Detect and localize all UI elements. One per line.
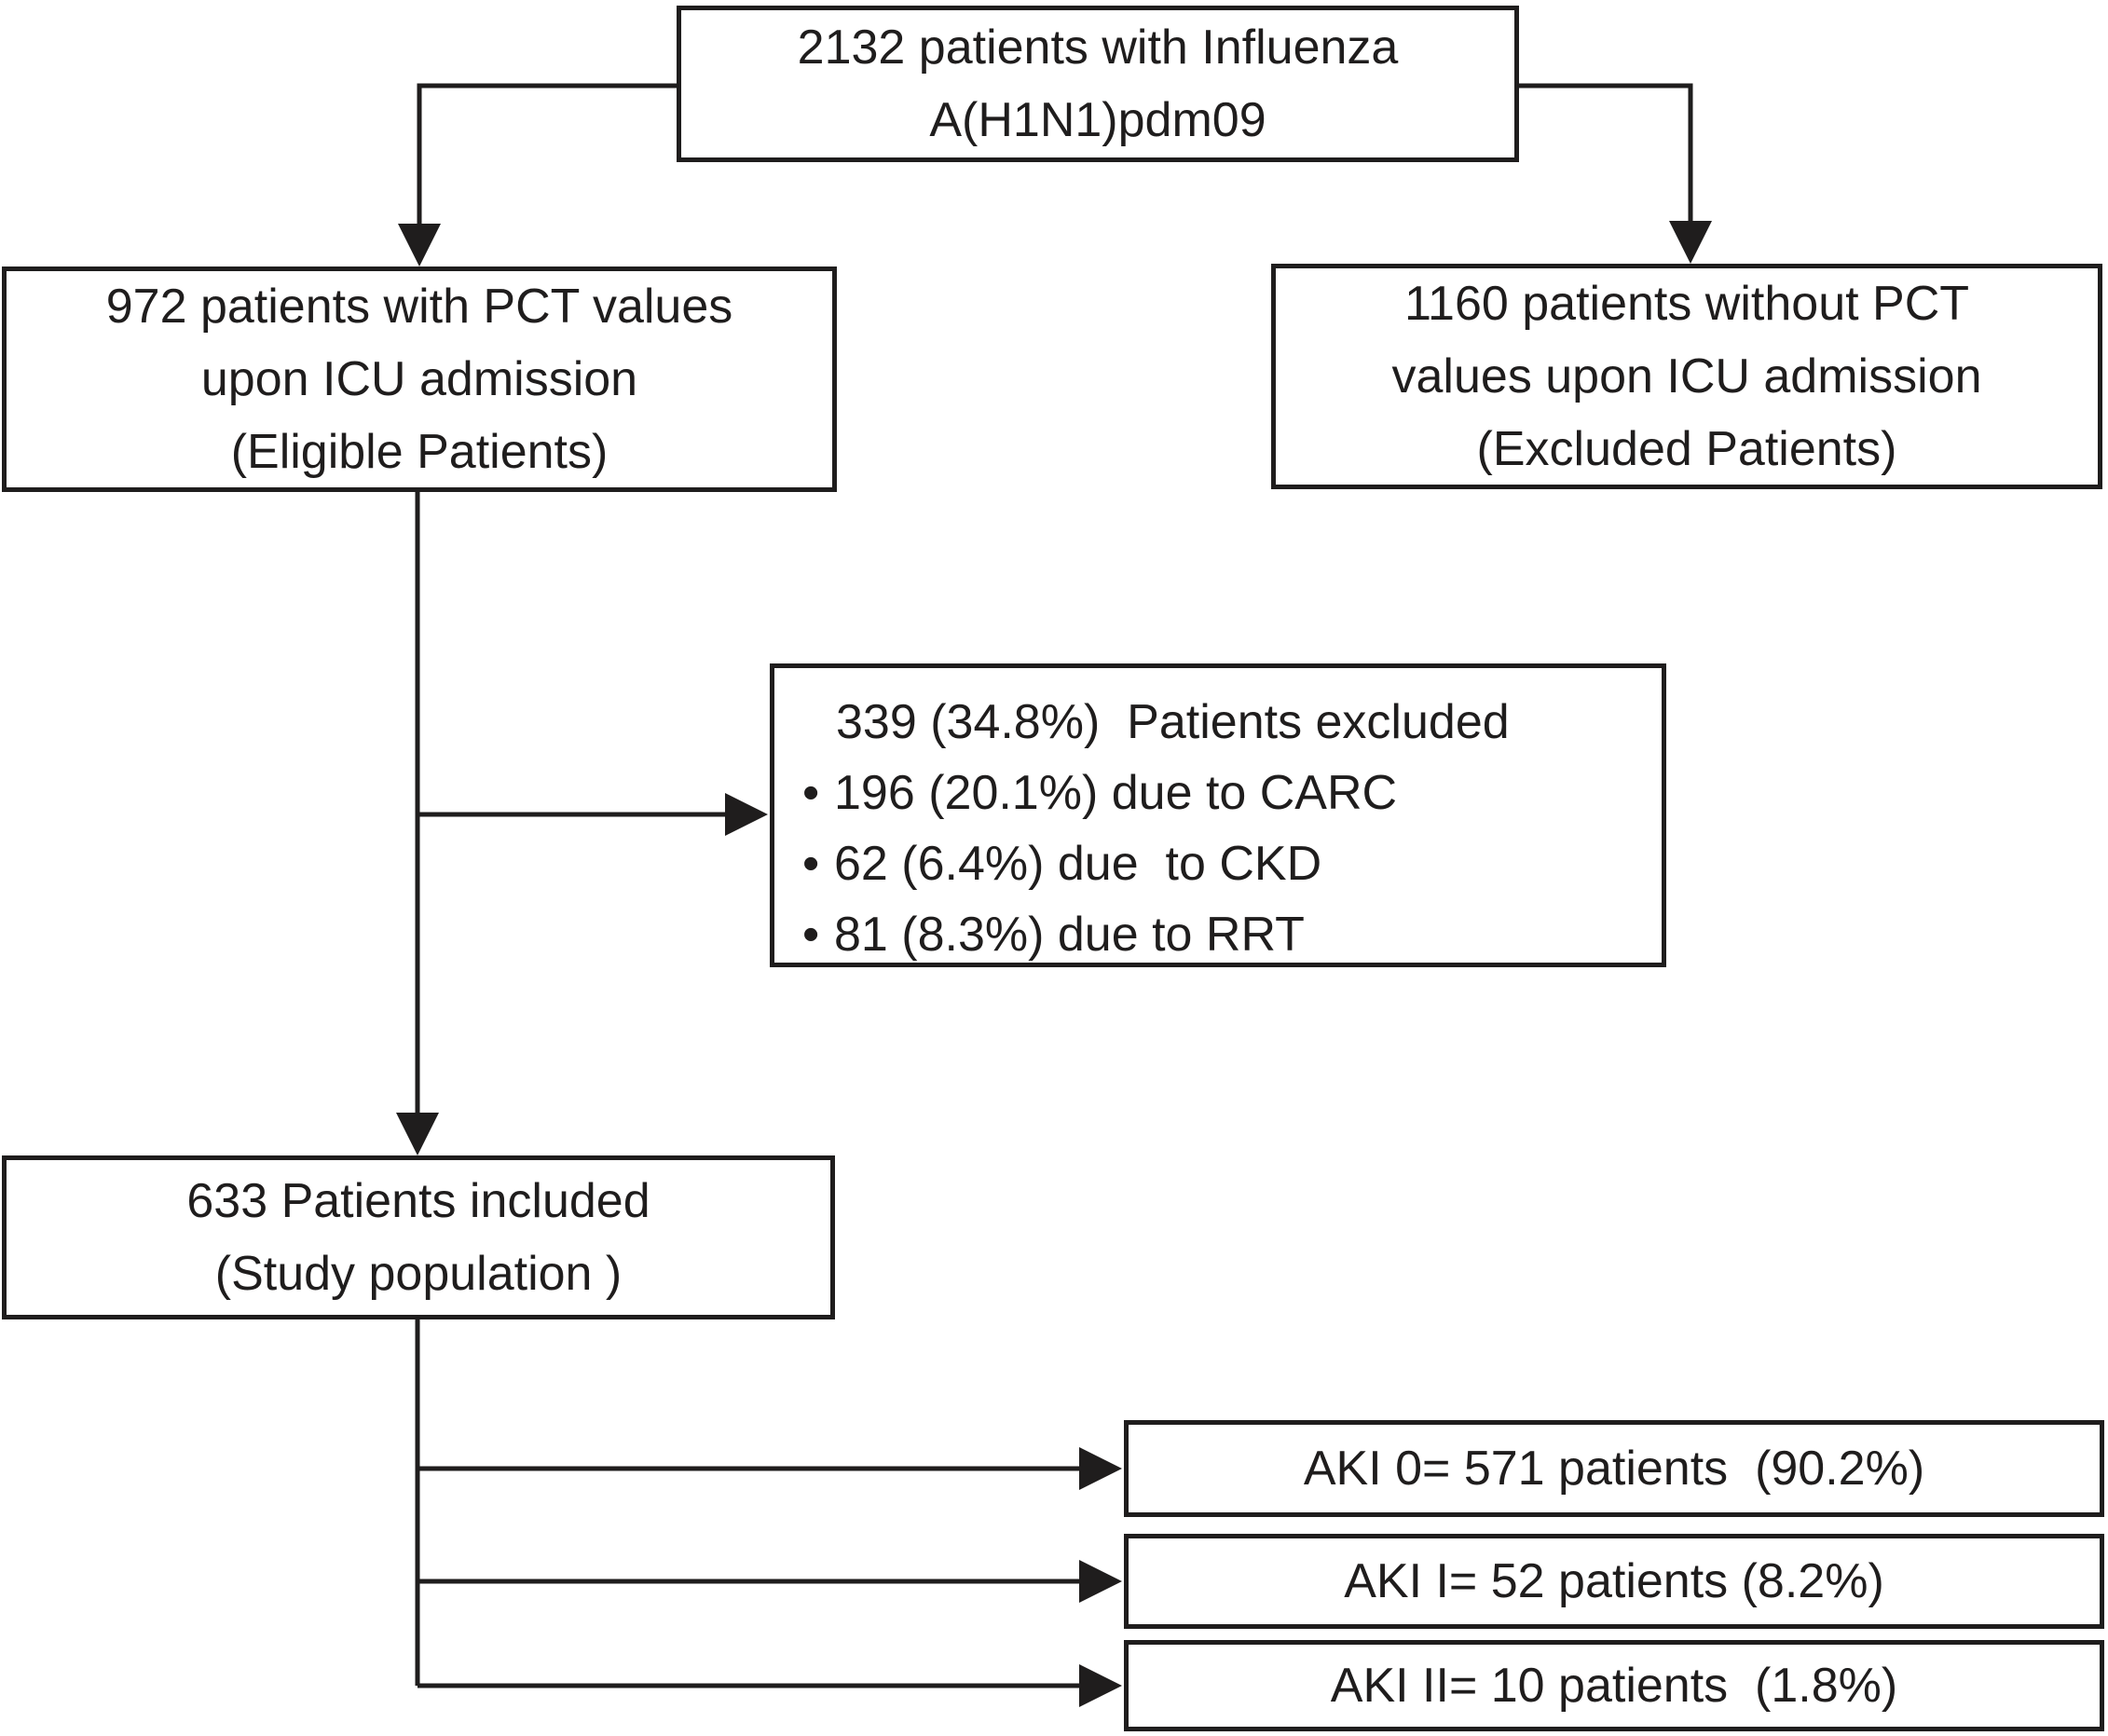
box-line: (Study population ): [214, 1247, 623, 1301]
box-line: A(H1N1)pdm09: [929, 93, 1266, 147]
exclusion-item-text: 62 (6.4%) due to CKD: [834, 837, 1322, 891]
box-line: upon ICU admission: [200, 352, 638, 406]
box-line: AKI II= 10 patients (1.8%): [1330, 1659, 1898, 1713]
aki-0-box: AKI 0= 571 patients (90.2%): [1124, 1420, 2104, 1517]
exclusion-item: • 62 (6.4%) due to CKD: [802, 828, 1639, 899]
arrowhead-down-icon: [1669, 221, 1712, 264]
arrowhead-right-icon: [725, 793, 768, 836]
aki-1-box: AKI I= 52 patients (8.2%): [1124, 1534, 2104, 1629]
box-line: (Eligible Patients): [230, 425, 609, 479]
eligible-patients-box: 972 patients with PCT values upon ICU ad…: [2, 267, 837, 492]
arrowhead-right-icon: [1079, 1664, 1122, 1707]
exclusion-header: 339 (34.8%) Patients excluded: [836, 695, 1510, 749]
arrowhead-right-icon: [1079, 1560, 1122, 1603]
excluded-patients-box: 1160 patients without PCT values upon IC…: [1271, 264, 2102, 489]
exclusion-item: • 196 (20.1%) due to CARC: [802, 758, 1639, 828]
arrowhead-down-icon: [396, 1113, 439, 1155]
included-patients-box: 633 Patients included (Study population …: [2, 1155, 835, 1319]
exclusion-item: • 81 (8.3%) due to RRT: [802, 899, 1639, 970]
bullet-icon: •: [802, 908, 820, 962]
box-line: 2132 patients with Influenza: [797, 21, 1399, 75]
box-line: values upon ICU admission: [1391, 349, 1982, 403]
connector-total-to-eligible: [417, 83, 678, 226]
box-line: (Excluded Patients): [1476, 422, 1897, 476]
exclusion-item-text: 81 (8.3%) due to RRT: [834, 908, 1305, 962]
box-line: 1160 patients without PCT: [1403, 277, 1970, 331]
bullet-icon: •: [802, 837, 820, 891]
connector-total-to-excluded: [1517, 83, 1693, 221]
exclusion-detail-box: 339 (34.8%) Patients excluded • 196 (20.…: [770, 663, 1666, 967]
arrowhead-right-icon: [1079, 1447, 1122, 1490]
bullet-icon: •: [802, 766, 820, 820]
box-line: AKI I= 52 patients (8.2%): [1344, 1554, 1884, 1608]
total-patients-box: 2132 patients with Influenza A(H1N1)pdm0…: [677, 6, 1519, 162]
arrowhead-down-icon: [398, 224, 441, 267]
exclusion-item-text: 196 (20.1%) due to CARC: [834, 766, 1398, 820]
box-line: 633 Patients included: [186, 1174, 650, 1228]
aki-2-box: AKI II= 10 patients (1.8%): [1124, 1640, 2104, 1731]
box-line: 972 patients with PCT values: [105, 280, 733, 334]
box-line: AKI 0= 571 patients (90.2%): [1303, 1442, 1925, 1496]
